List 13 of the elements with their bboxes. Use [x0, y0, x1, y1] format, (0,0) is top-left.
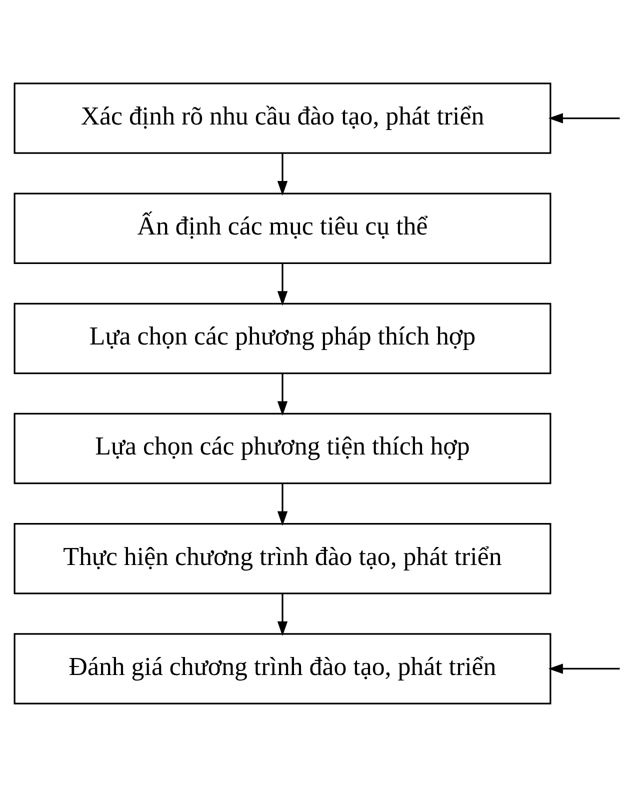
- arrow: [277, 593, 288, 636]
- node-box: Thực hiện chương trình đào tạo, phát triển: [14, 523, 552, 594]
- node-box: Ấn định các mục tiêu cụ thể: [14, 192, 552, 264]
- arrow: [548, 113, 620, 124]
- arrow: [277, 373, 288, 416]
- arrow: [277, 483, 288, 526]
- arrow: [277, 263, 288, 306]
- arrow: [277, 153, 288, 196]
- node-box: Lựa chọn các phương pháp thích hợp: [14, 302, 552, 374]
- node-box: Đánh giá chương trình đào tạo, phát triển: [14, 633, 552, 704]
- arrow: [548, 664, 620, 674]
- node-box: Lựa chọn các phương tiện thích hợp: [14, 412, 552, 484]
- node-box: Xác định rõ nhu cầu đào tạo, phát triển: [14, 82, 552, 154]
